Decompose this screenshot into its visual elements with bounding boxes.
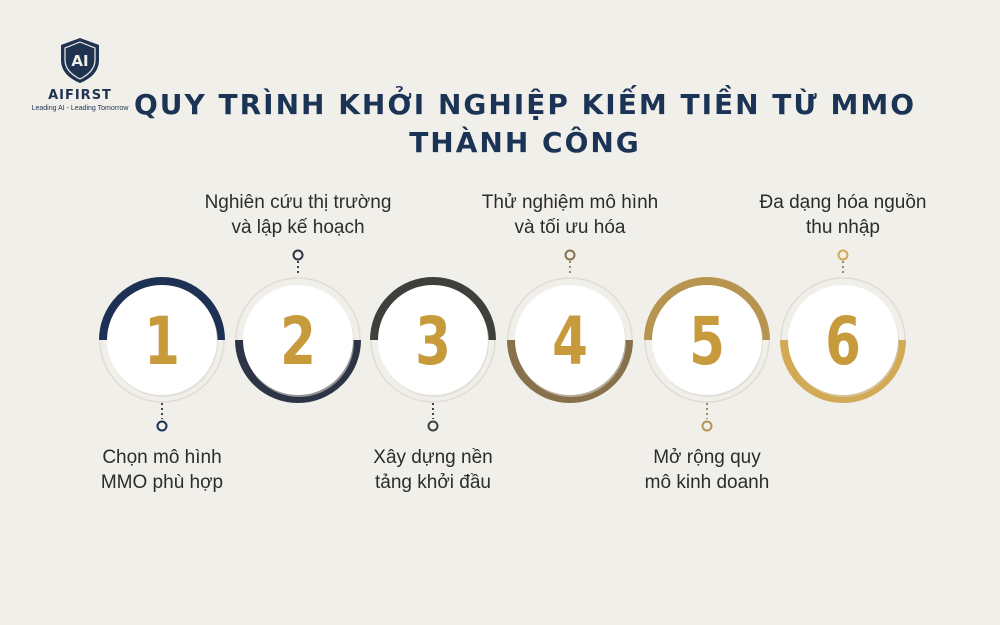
step-label-line-1: Chọn mô hình	[102, 447, 222, 468]
step-label-line-1: Mở rộng quy	[653, 447, 761, 468]
step-number: 6	[825, 303, 861, 380]
step-number: 1	[144, 303, 180, 380]
title-line-1: QUY TRÌNH KHỞI NGHIỆP KIẾM TIỀN TỪ MMO	[133, 88, 917, 121]
step-circle	[107, 285, 217, 395]
step-label-line-1: Đa dạng hóa nguồn	[759, 192, 927, 213]
step-connector	[701, 403, 713, 432]
step-arc	[370, 277, 496, 341]
step-outline	[235, 277, 361, 341]
step-2: 2	[235, 249, 361, 403]
step-label: Thử nghiệm mô hình và tối ưu hóa	[450, 190, 690, 240]
connector-ring	[701, 420, 713, 432]
connector-ring	[837, 249, 849, 261]
step-4: 4	[507, 249, 633, 403]
step-label-line-2: mô kinh doanh	[644, 472, 770, 493]
step-number: 3	[415, 303, 451, 380]
brand-tagline: Leading AI - Leading Tomorrow	[31, 105, 129, 112]
step-outline	[370, 339, 496, 403]
logo-mark-text: AI	[71, 52, 88, 70]
connector-ring	[427, 420, 439, 432]
step-outline	[99, 339, 225, 403]
step-6: 6	[780, 249, 906, 403]
step-connector	[427, 403, 439, 432]
step-circle	[243, 285, 353, 395]
connector-ring	[156, 420, 168, 432]
step-outline	[780, 277, 906, 341]
step-label-line-2: và tối ưu hóa	[514, 217, 626, 238]
step-arc	[235, 339, 361, 403]
brand-logo: AI AIFIRST Leading AI - Leading Tomorrow	[22, 36, 138, 112]
step-number: 4	[552, 303, 588, 380]
step-arc	[780, 339, 906, 403]
step-arc	[644, 277, 770, 341]
step-outline	[507, 277, 633, 341]
step-connector	[564, 249, 576, 276]
step-5: 5	[644, 277, 770, 432]
step-connector	[156, 403, 168, 432]
page-title: QUY TRÌNH KHỞI NGHIỆP KIẾM TIỀN TỪ MMO T…	[100, 86, 950, 162]
connector-ring	[292, 249, 304, 261]
step-1: 1	[99, 277, 225, 432]
step-circle	[788, 285, 898, 395]
step-label-line-2: tảng khởi đầu	[375, 472, 491, 493]
connector-ring	[564, 249, 576, 261]
step-circle	[515, 285, 625, 395]
step-label-line-1: Thử nghiệm mô hình	[481, 192, 659, 213]
step-circle	[378, 285, 488, 395]
step-label-line-2: MMO phù hợp	[100, 472, 224, 493]
step-label: Đa dạng hóa nguồn thu nhập	[723, 190, 963, 240]
step-number: 5	[689, 303, 725, 380]
step-label: Xây dựng nền tảng khởi đầu	[313, 445, 553, 495]
step-connector	[292, 249, 304, 276]
step-label-line-1: Nghiên cứu thị trường	[204, 192, 392, 213]
step-label-line-1: Xây dựng nền	[373, 447, 493, 468]
step-3: 3	[370, 277, 496, 432]
step-label: Nghiên cứu thị trường và lập kế hoạch	[178, 190, 418, 240]
step-outline	[644, 339, 770, 403]
step-arc	[99, 277, 225, 341]
step-number: 2	[280, 303, 316, 380]
step-arc	[507, 339, 633, 403]
step-label-line-2: và lập kế hoạch	[231, 217, 365, 238]
brand-name: AIFIRST	[48, 88, 112, 103]
shield-logo-icon: AI	[61, 38, 99, 83]
step-connector	[837, 249, 849, 276]
step-label-line-2: thu nhập	[806, 217, 880, 238]
step-circle	[652, 285, 762, 395]
title-line-2: THÀNH CÔNG	[409, 126, 641, 159]
step-label: Mở rộng quy mô kinh doanh	[587, 445, 827, 495]
